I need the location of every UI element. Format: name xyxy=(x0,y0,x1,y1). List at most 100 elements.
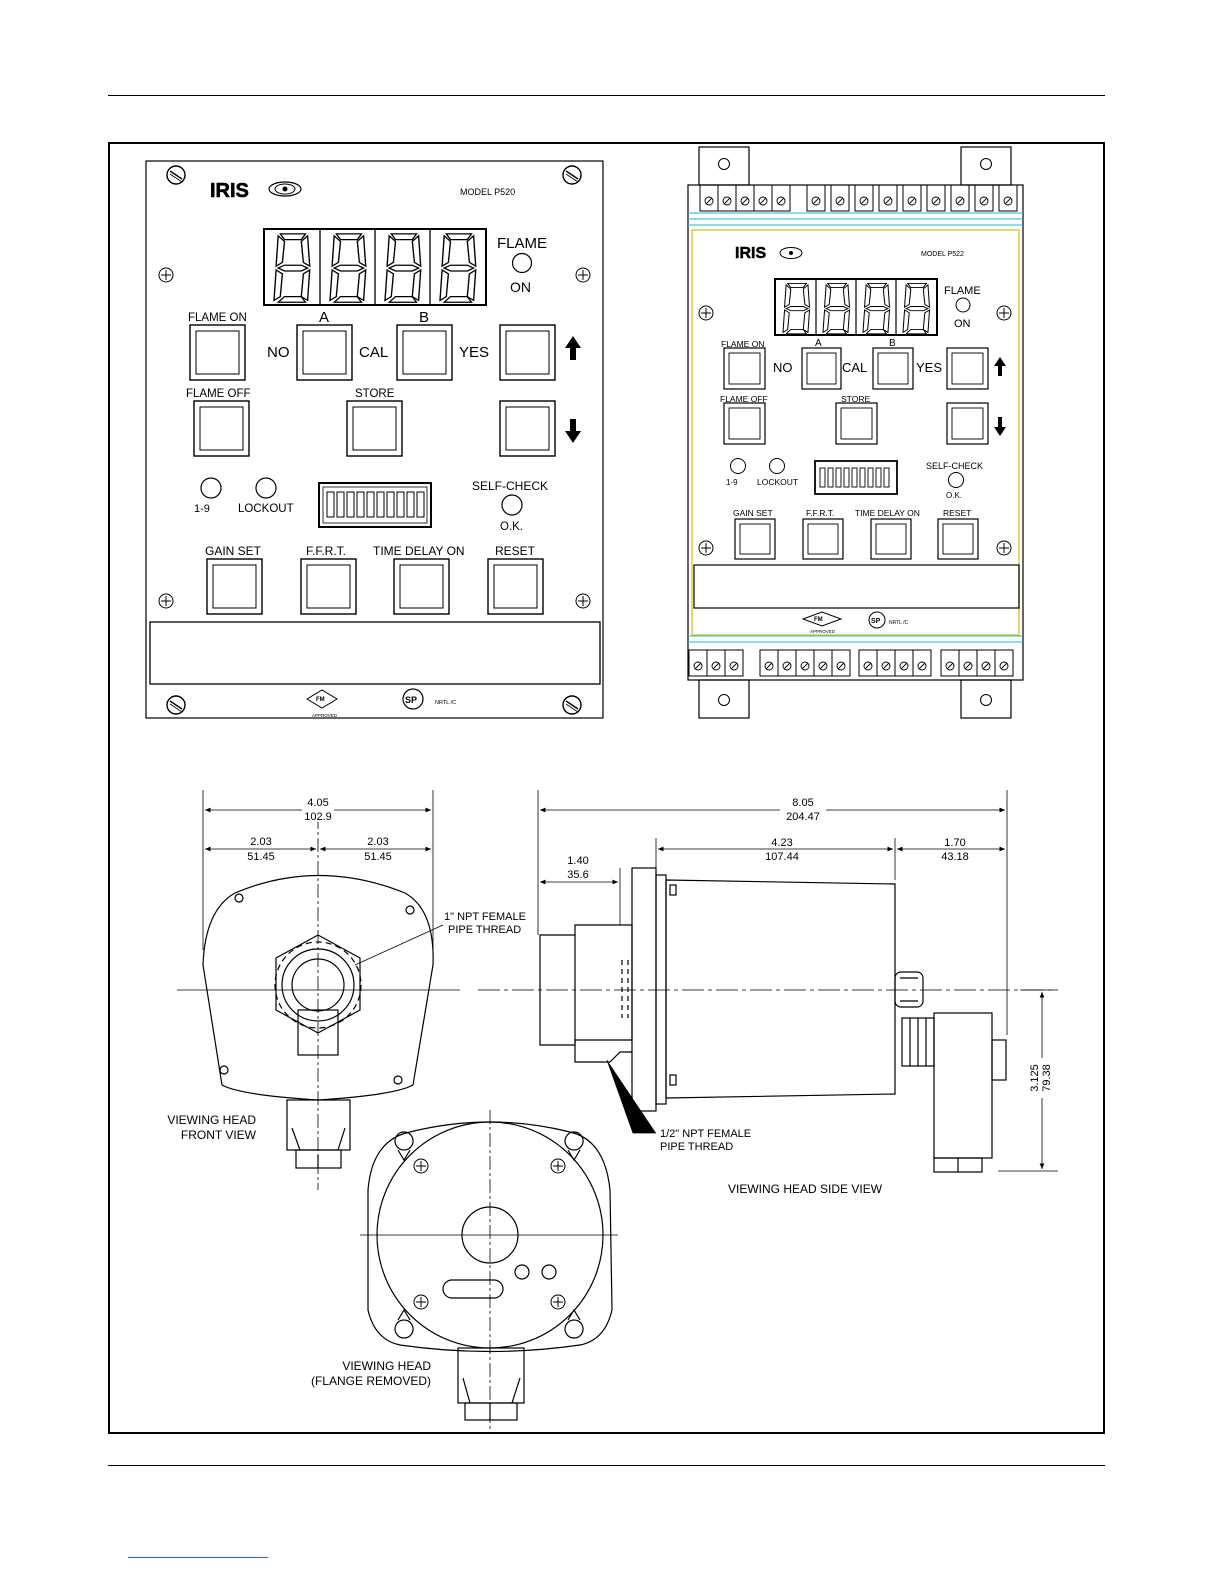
footer-link-underline[interactable] xyxy=(128,1557,268,1558)
p520-b-button[interactable] xyxy=(396,324,453,381)
dim-half-right-in: 2.03 xyxy=(367,836,388,848)
p522-time-delay-label: TIME DELAY ON xyxy=(855,508,920,518)
p522-1-9-led xyxy=(730,458,746,474)
p522-down-arrow-icon xyxy=(994,417,1006,436)
side-view-dimensions xyxy=(537,790,1058,1172)
dim-connector-mm: 43.18 xyxy=(941,851,969,863)
flange-view-title-line2: (FLANGE REMOVED) xyxy=(311,1374,431,1388)
p520-b-label: B xyxy=(419,309,429,326)
p522-b-button[interactable] xyxy=(872,347,914,390)
p522-flame-led xyxy=(955,297,971,313)
p522-store-label: STORE xyxy=(841,394,870,404)
flange-view-centerlines xyxy=(360,1110,618,1432)
p520-led-display xyxy=(263,228,487,306)
p522-on-label: ON xyxy=(954,318,971,330)
p520-up-button[interactable] xyxy=(499,324,556,381)
dim-half-left-mm: 51.45 xyxy=(247,851,275,863)
p522-lockout-label: LOCKOUT xyxy=(757,477,798,487)
p522-a-button[interactable] xyxy=(801,347,842,390)
front-view-title-line1: VIEWING HEAD xyxy=(167,1113,256,1127)
front-view-title-line2: FRONT VIEW xyxy=(181,1128,257,1142)
p522-b-label: B xyxy=(889,338,896,349)
p520-store-label: STORE xyxy=(355,388,395,400)
p520-reset-label: RESET xyxy=(495,544,536,558)
p522-nrtl-label: NRTL /C xyxy=(889,620,909,626)
svg-text:FM: FM xyxy=(814,617,823,623)
p522-self-check-led xyxy=(948,472,964,488)
p522-yes-label: YES xyxy=(916,360,942,375)
p522-self-check-label: SELF-CHECK xyxy=(926,461,983,471)
p520-a-button[interactable] xyxy=(296,324,353,381)
p520-no-label: NO xyxy=(267,344,290,361)
p520-1-9-label: 1-9 xyxy=(194,503,210,515)
p520-self-check-label: SELF-CHECK xyxy=(472,479,548,493)
p522-up-button[interactable] xyxy=(946,347,989,390)
p520-flame-off-label: FLAME OFF xyxy=(186,388,251,400)
p522-reset-button[interactable] xyxy=(937,518,979,560)
p520-approved-label: APPROVED xyxy=(312,713,338,718)
p522-a-label: A xyxy=(815,338,822,349)
p522-store-button[interactable] xyxy=(835,402,878,445)
p522-gain-set-button[interactable] xyxy=(734,518,776,560)
p522-flame-off-label: FLAME OFF xyxy=(720,394,768,404)
p522-up-arrow-icon xyxy=(994,357,1006,376)
npt-2-line2: PIPE THREAD xyxy=(660,1141,733,1153)
p522-label-strip xyxy=(693,564,1020,609)
p522-brand-logo: IRIS xyxy=(735,245,766,262)
svg-text:FM: FM xyxy=(316,697,325,703)
p522-gain-set-label: GAIN SET xyxy=(733,508,773,518)
p522-csa-mark-icon: SP xyxy=(868,611,886,629)
dim-half-left-in: 2.03 xyxy=(250,836,271,848)
p520-model-label: MODEL P520 xyxy=(460,187,515,197)
p520-brand-logo: IRIS xyxy=(210,180,249,202)
figure-frame xyxy=(108,142,1105,1434)
p522-time-delay-button[interactable] xyxy=(870,518,912,560)
p520-flame-label: FLAME xyxy=(497,235,547,252)
p520-1-9-led xyxy=(200,477,222,499)
p520-lockout-label: LOCKOUT xyxy=(238,503,294,515)
p520-time-delay-button[interactable] xyxy=(393,558,450,615)
p520-up-arrow-icon xyxy=(565,336,581,360)
p522-approved-label: APPROVED xyxy=(810,629,836,634)
p522-dip-switch[interactable] xyxy=(814,460,898,495)
p520-panel: IRIS MODEL P520 FLAME ON FLAME ON A B NO… xyxy=(145,160,604,719)
p522-ffrt-button[interactable] xyxy=(802,518,844,560)
dim-overall-width-in: 4.05 xyxy=(307,797,328,809)
npt-1-line1: 1" NPT FEMALE xyxy=(444,911,526,923)
p520-ffrt-button[interactable] xyxy=(300,558,357,615)
p520-lockout-led xyxy=(255,477,277,499)
p522-1-9-label: 1-9 xyxy=(726,478,738,487)
p522-panel: IRIS MODEL P522 FLAME ON FLAME ON A B NO… xyxy=(687,146,1024,719)
p520-dip-switch[interactable] xyxy=(318,482,432,528)
dim-nose-in: 1.40 xyxy=(567,855,588,867)
p522-approval-mark-icon: FM xyxy=(801,611,843,627)
p520-store-button[interactable] xyxy=(346,400,403,457)
viewing-head-side-view xyxy=(539,867,1007,1173)
p520-label-strip xyxy=(149,621,601,685)
p522-flame-off-button[interactable] xyxy=(723,402,766,445)
dim-side-length-in: 8.05 xyxy=(792,797,813,809)
p522-down-button[interactable] xyxy=(946,402,989,445)
p520-gain-set-button[interactable] xyxy=(206,558,263,615)
p520-down-button[interactable] xyxy=(499,400,556,457)
p522-led-display xyxy=(774,278,938,336)
p522-no-label: NO xyxy=(773,360,793,375)
npt-2-line1: 1/2" NPT FEMALE xyxy=(660,1128,751,1140)
footer-rule xyxy=(108,1465,1105,1466)
p522-flame-on-button[interactable] xyxy=(723,347,766,390)
dim-nose-mm: 35.6 xyxy=(567,869,588,881)
p520-flame-led xyxy=(511,252,533,274)
p520-reset-button[interactable] xyxy=(487,558,544,615)
p522-cal-label: CAL xyxy=(842,360,867,375)
p520-csa-mark-icon: SP xyxy=(402,688,424,710)
p520-time-delay-label: TIME DELAY ON xyxy=(373,544,465,558)
p520-approval-mark-icon: FM xyxy=(306,689,338,709)
p520-a-label: A xyxy=(319,309,329,326)
p522-model-label: MODEL P522 xyxy=(921,251,964,258)
dim-height-in: 3.125 xyxy=(1029,1064,1041,1092)
p520-flame-on-button[interactable] xyxy=(189,324,246,381)
p520-down-arrow-icon xyxy=(565,419,581,443)
dim-body-length-mm: 107.44 xyxy=(765,851,799,863)
p520-flame-off-button[interactable] xyxy=(193,400,250,457)
